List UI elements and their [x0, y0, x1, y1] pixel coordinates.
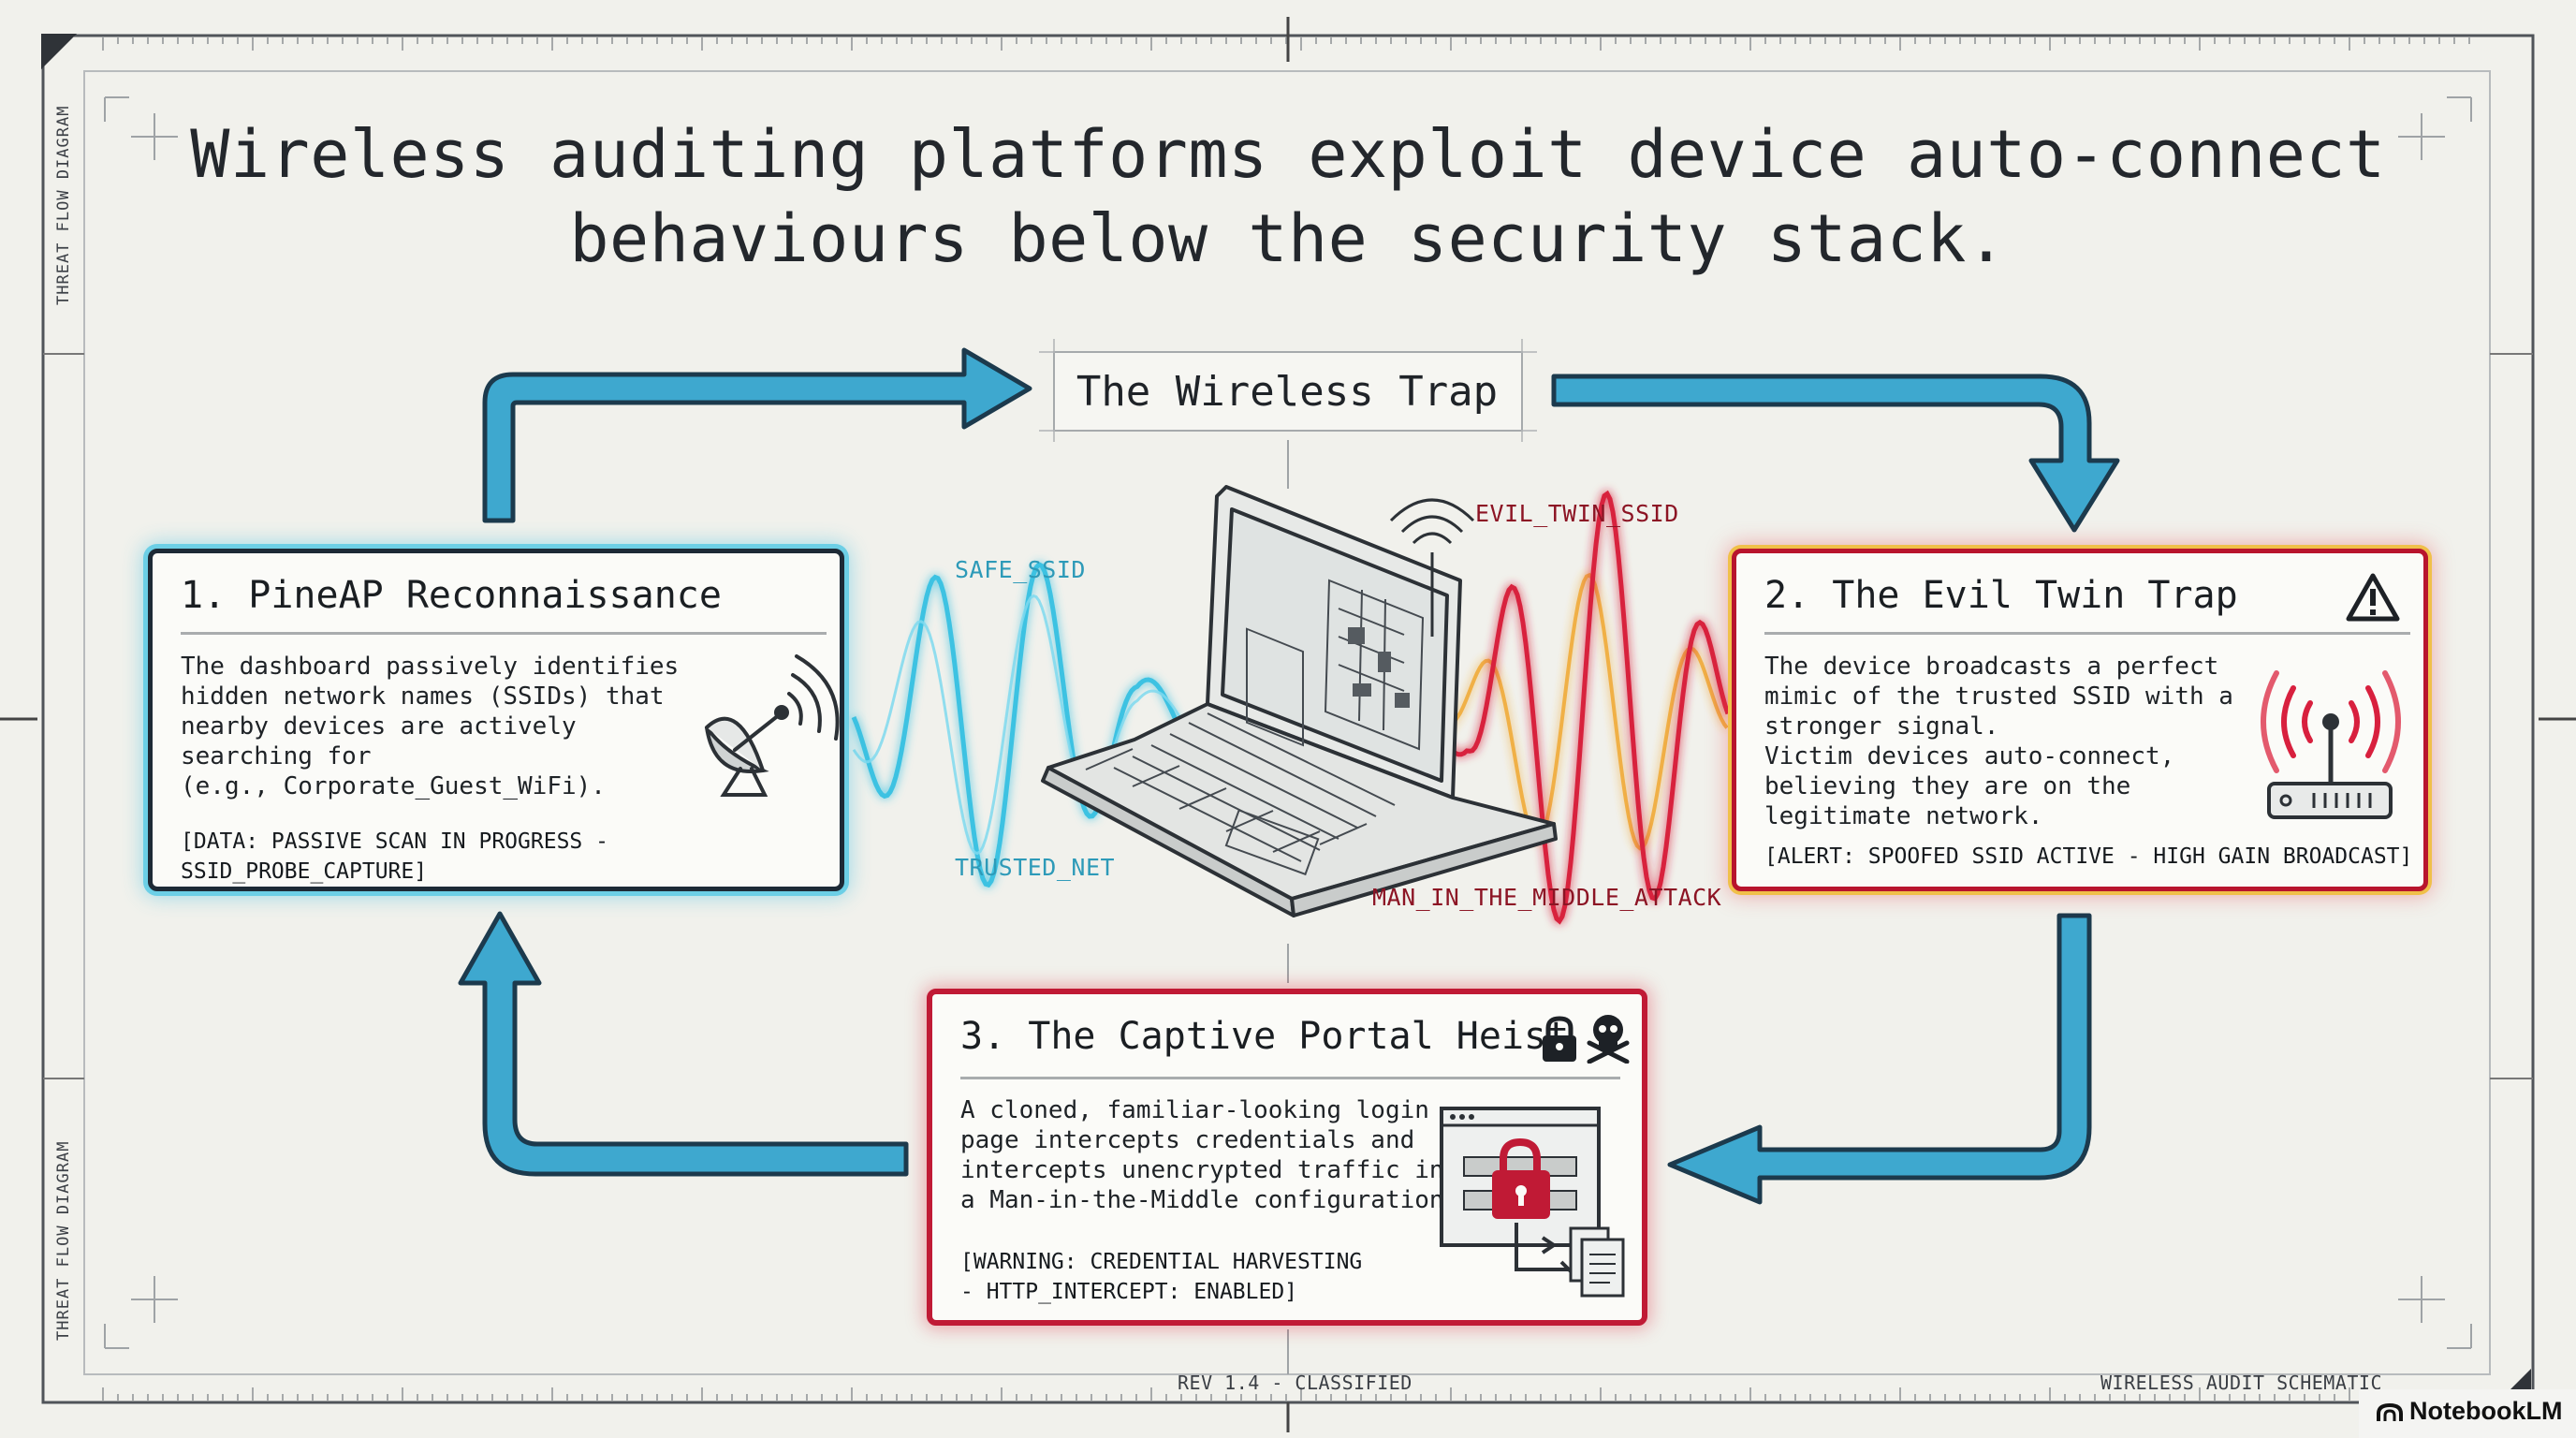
wave-label-safe: SAFE_SSID: [955, 556, 1086, 583]
center-title: The Wireless Trap: [1076, 367, 1499, 416]
stage-description: The dashboard passively identifies hidde…: [181, 653, 680, 800]
footer-revision: REV 1.4 - CLASSIFIED: [1178, 1372, 1412, 1394]
headline-line-1: Wireless auditing platforms exploit devi…: [190, 116, 2386, 193]
wave-label-evil: EVIL_TWIN_SSID: [1475, 500, 1679, 527]
stage-status-tag: [DATA: PASSIVE SCAN IN PROGRESS - SSID_P…: [181, 829, 608, 884]
stage-card-captive-portal: 3. The Captive Portal Heist A cloned, fa…: [927, 989, 1647, 1326]
arrow-to-recon: [458, 911, 909, 1177]
stage-description: The device broadcasts a perfect mimic of…: [1764, 653, 2233, 830]
footer-schematic-label: WIRELESS AUDIT SCHEMATIC: [2100, 1372, 2382, 1394]
title-divider: [1764, 632, 2410, 635]
evil-wave-2: [1431, 572, 1729, 851]
wave-label-trusted: TRUSTED_NET: [955, 854, 1116, 881]
arrow-to-evil-twin: [1551, 374, 2120, 533]
evil-wave-1: [1439, 490, 1731, 925]
wave-label-mitm: MAN_IN_THE_MIDDLE_ATTACK: [1372, 884, 1722, 911]
title-divider: [181, 632, 827, 635]
warning-triangle-icon: [2346, 573, 2400, 622]
page-headline: Wireless auditing platforms exploit devi…: [140, 112, 2436, 281]
laptop-icon: [1041, 485, 1558, 917]
stage-title: 2. The Evil Twin Trap: [1764, 574, 2238, 617]
stage-title: 1. PineAP Reconnaissance: [181, 574, 722, 617]
headline-line-2: behaviours below the security stack.: [569, 200, 2007, 277]
safe-wave-2: [852, 594, 1181, 856]
skull-crossbones-icon: [1587, 1015, 1630, 1064]
stage-card-recon: 1. PineAP Reconnaissance The dashboard p…: [148, 549, 844, 891]
padlock-icon: [1543, 1016, 1576, 1062]
stage-description: A cloned, familiar-looking login page in…: [960, 1096, 1459, 1214]
locked-login-page-icon: [1440, 1107, 1625, 1298]
stage-status-tag: [WARNING: CREDENTIAL HARVESTING - HTTP_I…: [960, 1250, 1363, 1304]
notebooklm-logo-icon: [2377, 1402, 2403, 1421]
satellite-dish-icon: [705, 654, 840, 797]
stage-title: 3. The Captive Portal Heist: [960, 1015, 1570, 1058]
title-divider: [960, 1077, 1620, 1079]
arrow-to-title: [482, 347, 1032, 523]
wireless-router-icon: [2261, 670, 2401, 819]
arrow-to-portal: [1667, 913, 2092, 1205]
brand-name: NotebookLM: [2409, 1397, 2563, 1425]
stage-status-tag: [ALERT: SPOOFED SSID ACTIVE - HIGH GAIN …: [1764, 844, 2413, 869]
stage-card-evil-twin: 2. The Evil Twin Trap The device broadca…: [1732, 549, 2428, 891]
safe-wave-1: [851, 561, 1182, 888]
